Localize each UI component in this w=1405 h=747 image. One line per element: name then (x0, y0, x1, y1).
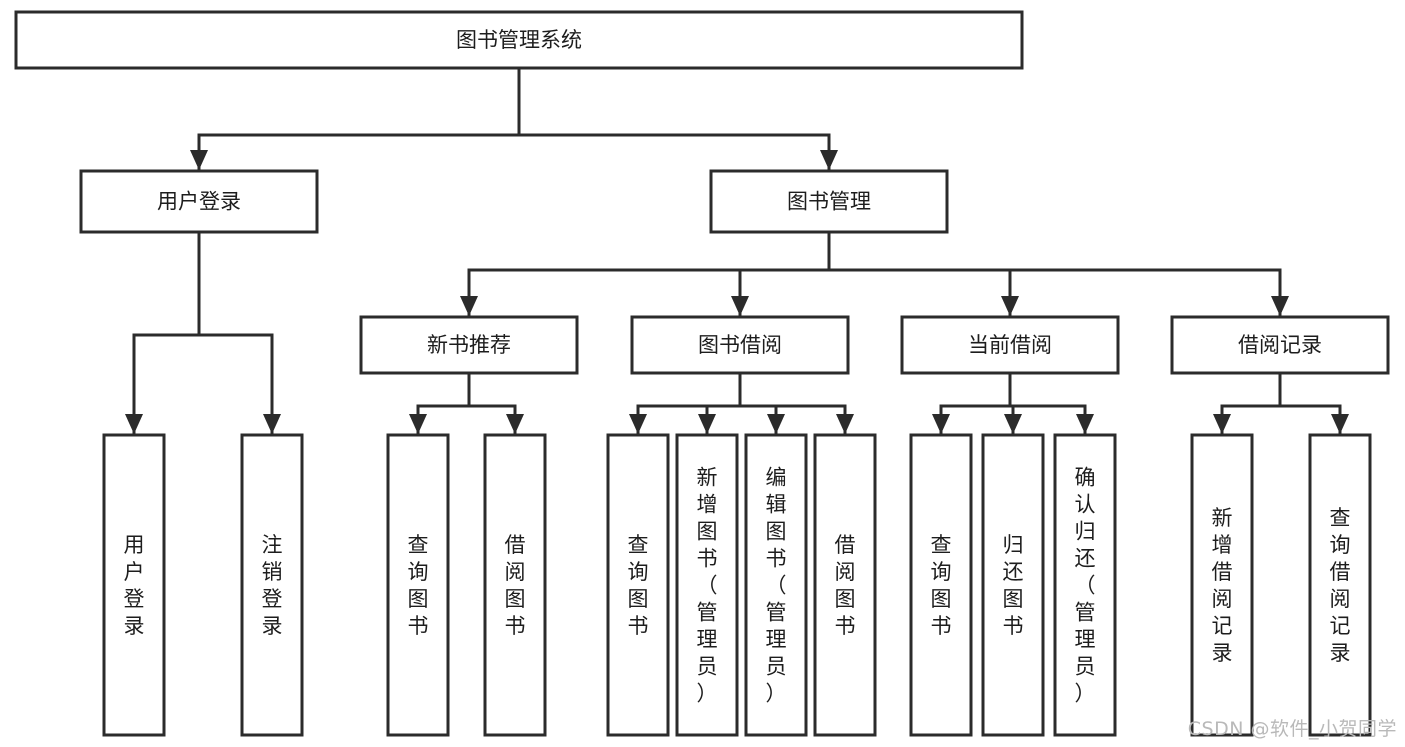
arrow-head-icon (731, 296, 749, 316)
node-label-leaf-add-book-admin: 新增图书（管理员） (697, 466, 718, 706)
node-label-leaf-query-book-recommend: 查询图书 (408, 533, 429, 638)
node-book-management[interactable]: 图书管理 (709, 169, 949, 234)
arrow-head-icon (1076, 414, 1094, 434)
node-label-root: 图书管理系统 (456, 28, 582, 52)
node-label-user-login: 用户登录 (157, 190, 241, 214)
node-box-leaf-user-login[interactable] (102, 433, 166, 737)
node-leaf-add-book-admin[interactable]: 新增图书（管理员） (675, 433, 739, 737)
arrow-head-icon (506, 414, 524, 434)
node-leaf-query-borrow-record[interactable]: 查询借阅记录 (1308, 433, 1372, 737)
node-box-leaf-borrow-book[interactable] (813, 433, 877, 737)
node-box-leaf-user-logout[interactable] (240, 433, 304, 737)
node-box-root[interactable] (14, 10, 1024, 70)
node-label-leaf-add-borrow-record: 新增借阅记录 (1212, 506, 1233, 665)
node-leaf-user-logout[interactable]: 注销登录 (240, 433, 304, 737)
arrow-head-icon (1213, 414, 1231, 434)
node-leaf-query-book-current[interactable]: 查询图书 (909, 433, 973, 737)
arrow-head-icon (460, 296, 478, 316)
node-label-leaf-return-book: 归还图书 (1003, 533, 1024, 638)
node-label-leaf-query-book-borrow: 查询图书 (628, 533, 649, 638)
node-leaf-add-borrow-record[interactable]: 新增借阅记录 (1190, 433, 1254, 737)
node-layer: 图书管理系统用户登录图书管理新书推荐图书借阅当前借阅借阅记录用户登录注销登录查询… (14, 10, 1390, 737)
node-root[interactable]: 图书管理系统 (14, 10, 1024, 70)
node-box-leaf-query-book-borrow[interactable] (606, 433, 670, 737)
node-leaf-confirm-return-admin[interactable]: 确认归还（管理员） (1053, 433, 1117, 737)
node-box-leaf-borrow-book-recommend[interactable] (483, 433, 547, 737)
node-box-leaf-confirm-return-admin[interactable] (1053, 433, 1117, 737)
node-label-leaf-query-book-current: 查询图书 (931, 533, 952, 638)
arrow-head-icon (1271, 296, 1289, 316)
node-box-leaf-query-book-recommend[interactable] (386, 433, 450, 737)
arrow-head-icon (629, 414, 647, 434)
node-label-leaf-query-borrow-record: 查询借阅记录 (1330, 506, 1351, 665)
node-label-current-borrow: 当前借阅 (968, 333, 1052, 357)
arrow-head-icon (1001, 296, 1019, 316)
arrow-head-icon (698, 414, 716, 434)
node-label-leaf-edit-book-admin: 编辑图书（管理员） (766, 466, 787, 706)
node-label-leaf-confirm-return-admin: 确认归还（管理员） (1075, 466, 1096, 706)
node-box-leaf-add-borrow-record[interactable] (1190, 433, 1254, 737)
node-leaf-query-book-borrow[interactable]: 查询图书 (606, 433, 670, 737)
node-label-book-borrow: 图书借阅 (698, 333, 782, 357)
node-box-leaf-edit-book-admin[interactable] (744, 433, 808, 737)
arrow-head-icon (932, 414, 950, 434)
node-label-book-management: 图书管理 (787, 190, 871, 214)
node-leaf-borrow-book[interactable]: 借阅图书 (813, 433, 877, 737)
arrow-head-icon (1004, 414, 1022, 434)
arrow-head-icon (263, 414, 281, 434)
node-box-book-borrow[interactable] (630, 315, 850, 375)
node-label-leaf-borrow-book-recommend: 借阅图书 (505, 533, 526, 638)
node-box-book-management[interactable] (709, 169, 949, 234)
node-leaf-return-book[interactable]: 归还图书 (981, 433, 1045, 737)
node-label-new-book-recommend: 新书推荐 (427, 333, 511, 357)
node-box-new-book-recommend[interactable] (359, 315, 579, 375)
node-label-leaf-user-login: 用户登录 (124, 533, 145, 638)
node-box-leaf-query-borrow-record[interactable] (1308, 433, 1372, 737)
node-borrow-records[interactable]: 借阅记录 (1170, 315, 1390, 375)
node-current-borrow[interactable]: 当前借阅 (900, 315, 1120, 375)
node-box-current-borrow[interactable] (900, 315, 1120, 375)
node-new-book-recommend[interactable]: 新书推荐 (359, 315, 579, 375)
arrow-head-icon (125, 414, 143, 434)
node-box-user-login[interactable] (79, 169, 319, 234)
arrow-head-icon (767, 414, 785, 434)
arrow-head-icon (1331, 414, 1349, 434)
node-box-leaf-add-book-admin[interactable] (675, 433, 739, 737)
node-label-borrow-records: 借阅记录 (1238, 333, 1322, 357)
node-leaf-query-book-recommend[interactable]: 查询图书 (386, 433, 450, 737)
node-box-borrow-records[interactable] (1170, 315, 1390, 375)
node-box-leaf-return-book[interactable] (981, 433, 1045, 737)
node-leaf-edit-book-admin[interactable]: 编辑图书（管理员） (744, 433, 808, 737)
node-leaf-borrow-book-recommend[interactable]: 借阅图书 (483, 433, 547, 737)
node-box-leaf-query-book-current[interactable] (909, 433, 973, 737)
node-label-leaf-user-logout: 注销登录 (262, 533, 283, 638)
arrow-head-icon (820, 150, 838, 170)
connector-layer (125, 66, 1349, 435)
node-leaf-user-login[interactable]: 用户登录 (102, 433, 166, 737)
node-book-borrow[interactable]: 图书借阅 (630, 315, 850, 375)
csdn-watermark: CSDN @软件_小贺同学 (1187, 718, 1397, 740)
arrow-head-icon (409, 414, 427, 434)
arrow-head-icon (836, 414, 854, 434)
arrow-head-icon (190, 150, 208, 170)
node-label-leaf-borrow-book: 借阅图书 (835, 533, 856, 638)
node-user-login[interactable]: 用户登录 (79, 169, 319, 234)
